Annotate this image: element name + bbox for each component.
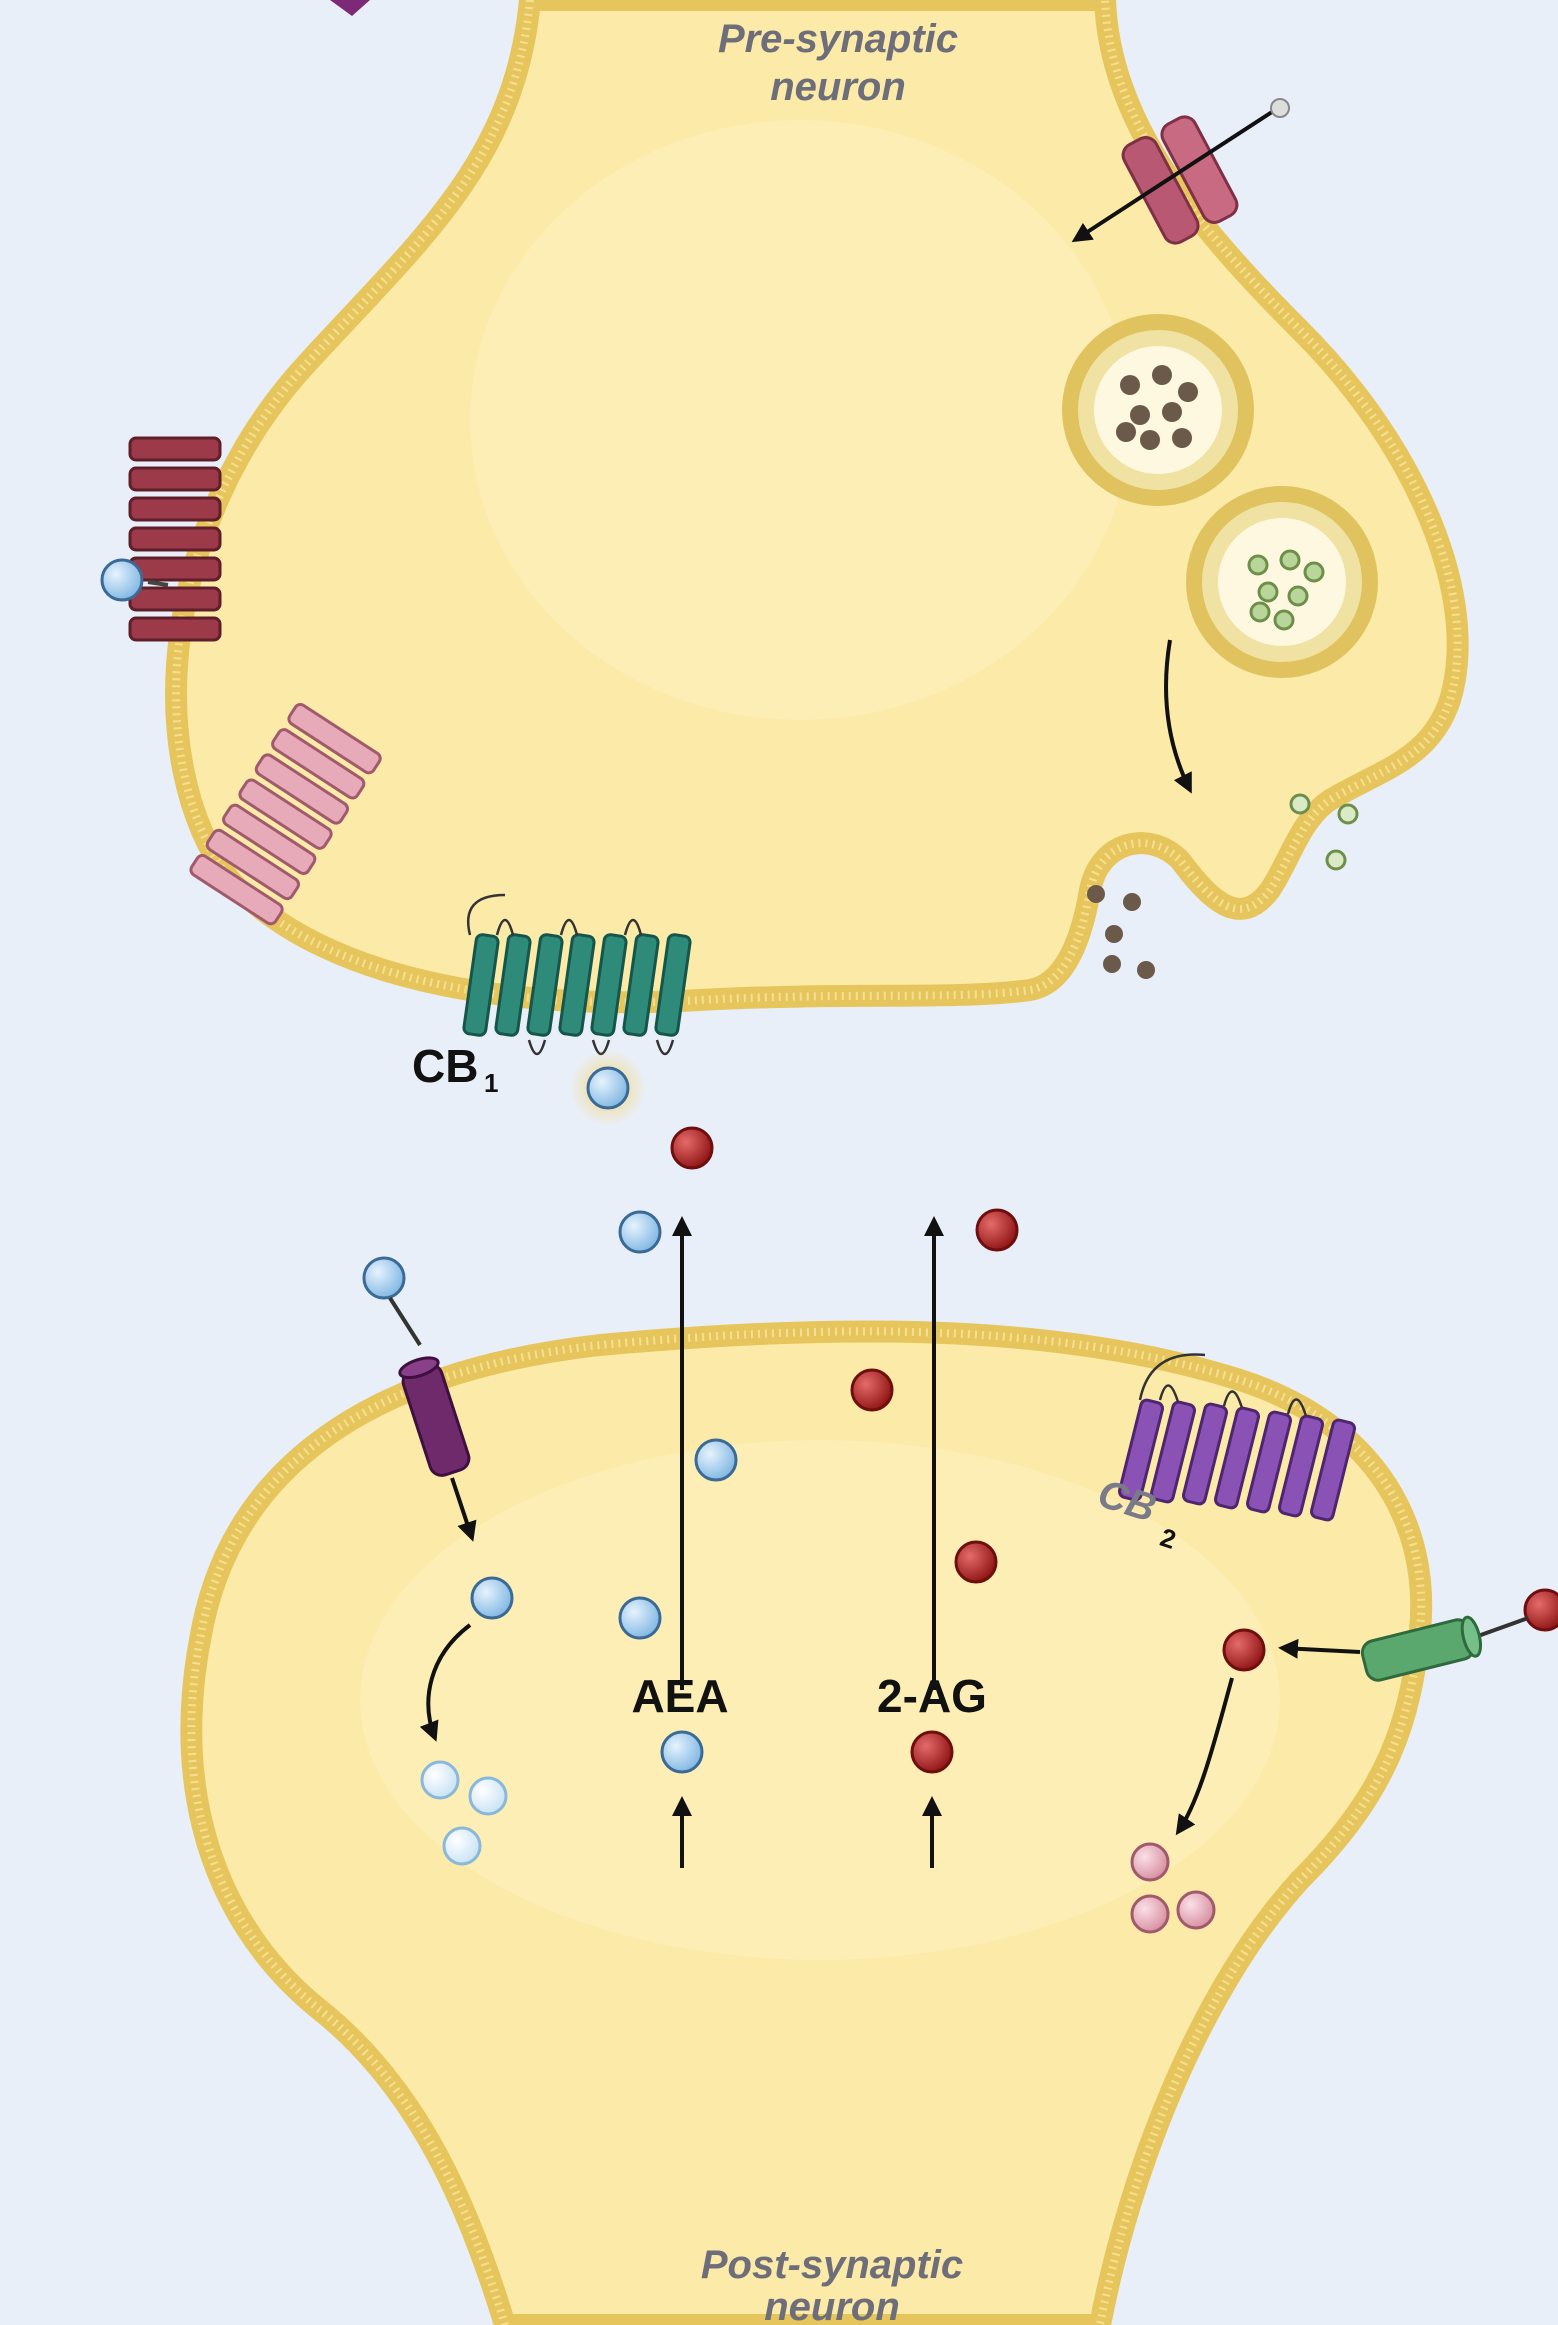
two-ag-molecule-icon [956,1542,996,1582]
anandamide-molecule-icon [472,1578,512,1618]
synaptic-vesicle-icon [1194,494,1370,670]
two-ag-molecule-icon [1224,1630,1264,1670]
anandamide-molecule-icon [588,1068,628,1108]
cb1-label-subscript: 1 [484,1068,498,1098]
synaptic-vesicle-icon [1070,322,1246,498]
two-ag-label: 2-AG [877,1670,987,1722]
presynaptic-cytoplasm-highlight [470,120,1130,720]
presynaptic-label-line1: Pre-synaptic [718,17,958,61]
anandamide-molecule-icon [620,1598,660,1638]
two-ag-molecule-icon [977,1210,1017,1250]
two-ag-molecule-icon [672,1128,712,1168]
anandamide-molecule-icon [364,1258,404,1298]
cb1-label: CB [412,1040,478,1092]
gpcr-receptor-icon [130,438,220,640]
two-ag-molecule-icon [852,1370,892,1410]
aea-label: AEA [631,1670,728,1722]
anandamide-molecule-icon [696,1440,736,1480]
anandamide-molecule-icon [620,1212,660,1252]
two-ag-molecule-icon [1525,1590,1558,1630]
two-ag-molecule-icon [912,1732,952,1772]
postsynaptic-label-line1: Post-synaptic [701,2243,963,2287]
anandamide-molecule-icon [102,560,142,600]
postsynaptic-label-line2: neuron [764,2285,900,2325]
ion-icon [1271,99,1289,117]
anandamide-molecule-icon [662,1732,702,1772]
presynaptic-label-line2: neuron [770,65,906,109]
